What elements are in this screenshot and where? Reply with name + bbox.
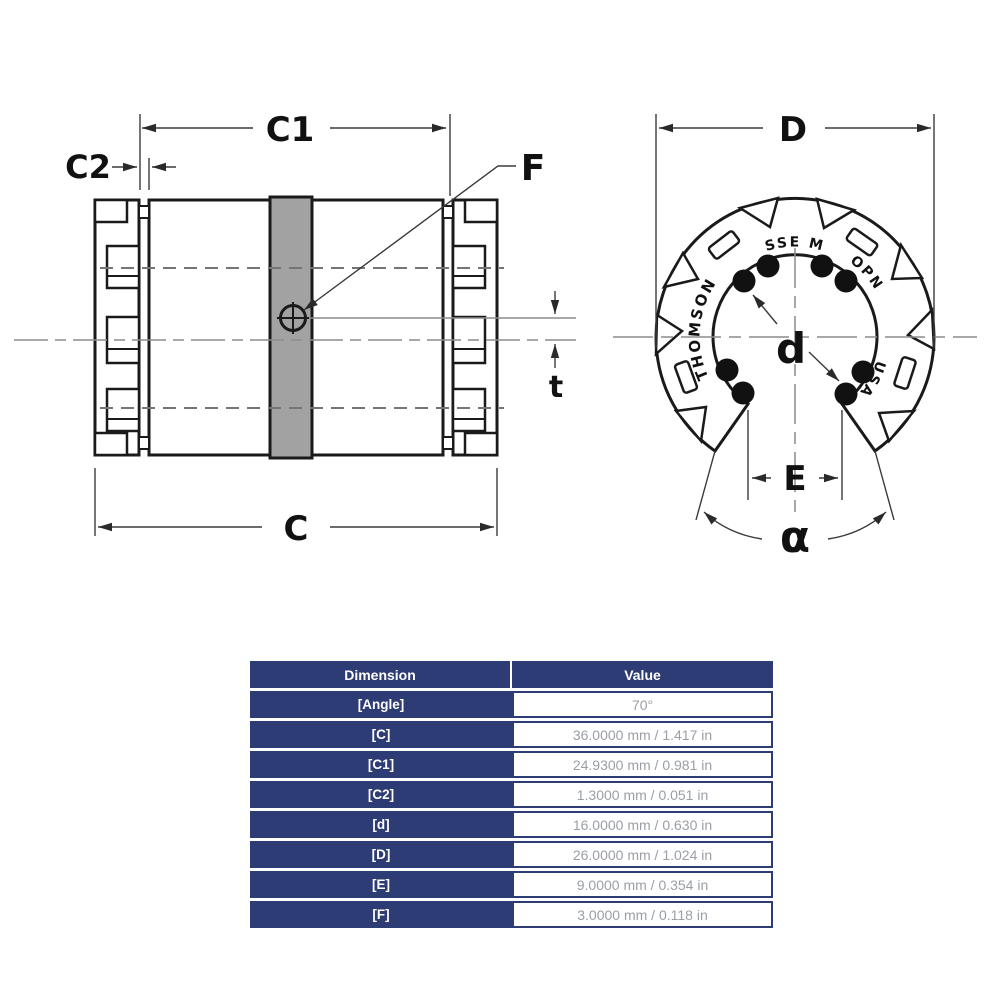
row-dimension: [E] [250, 871, 512, 898]
bearing-balls [715, 254, 875, 406]
dim-label-d-outer: D [779, 110, 807, 150]
dim-leader-f [303, 165, 516, 311]
row-value: 1.3000 mm / 0.051 in [512, 781, 773, 808]
slot [893, 356, 917, 390]
table-header-row: Dimension Value [250, 661, 773, 688]
table-row: [Angle] 70° [250, 691, 773, 718]
row-value: 70° [512, 691, 773, 718]
row-value: 26.0000 mm / 1.024 in [512, 841, 773, 868]
row-dimension: [C2] [250, 781, 512, 808]
ball [810, 254, 834, 278]
table-row: [E] 9.0000 mm / 0.354 in [250, 871, 773, 898]
cap-tooth [451, 387, 487, 433]
bearing-end-view: THOMSON SSE M OPN USA D d [613, 110, 977, 563]
dim-label-c1: C1 [266, 110, 315, 150]
slot [673, 360, 699, 394]
row-dimension: [D] [250, 841, 512, 868]
row-value: 36.0000 mm / 1.417 in [512, 721, 773, 748]
notch-triangle [673, 405, 708, 444]
row-dimension: [C] [250, 721, 512, 748]
notch-triangle [815, 197, 858, 230]
cap-connector [138, 436, 150, 450]
ball [834, 269, 858, 293]
dim-c [94, 468, 498, 536]
row-value: 16.0000 mm / 0.630 in [512, 811, 773, 838]
dimension-table: Dimension Value [Angle] 70° [C] 36.0000 … [250, 661, 773, 931]
slot [707, 230, 741, 260]
notch-triangle [661, 250, 700, 289]
dim-label-c2: C2 [65, 148, 111, 186]
dim-label-alpha: α [780, 512, 810, 563]
ball [756, 254, 780, 278]
ball [715, 358, 739, 382]
dim-label-t: t [549, 370, 563, 405]
cap-tab [463, 431, 499, 457]
ball [834, 382, 858, 406]
technical-drawing: C1 C2 F t C [14, 110, 977, 563]
row-dimension: [Angle] [250, 691, 512, 718]
dim-d-outer [655, 114, 935, 348]
slot [845, 227, 879, 257]
table-row: [C2] 1.3000 mm / 0.051 in [250, 781, 773, 808]
notch-triangle [736, 196, 780, 229]
ball [731, 381, 755, 405]
table-row: [C] 36.0000 mm / 1.417 in [250, 721, 773, 748]
cap-connector [442, 205, 454, 219]
notch-triangle [890, 241, 925, 281]
oil-hole-marker [277, 302, 309, 334]
row-value: 9.0000 mm / 0.354 in [512, 871, 773, 898]
table-row: [C1] 24.9300 mm / 0.981 in [250, 751, 773, 778]
cap-connector [138, 205, 150, 219]
rim-notches [654, 196, 936, 444]
cap-tab [93, 198, 129, 224]
right-retainer-cap [442, 198, 499, 457]
row-value: 3.0000 mm / 0.118 in [512, 901, 773, 928]
row-dimension: [C1] [250, 751, 512, 778]
column-header-dimension: Dimension [250, 661, 512, 688]
cap-tab [463, 198, 499, 224]
dim-c1 [139, 114, 451, 196]
table-row: [F] 3.0000 mm / 0.118 in [250, 901, 773, 928]
dim-label-f: F [521, 148, 546, 189]
cap-tooth [105, 387, 141, 433]
ball [732, 269, 756, 293]
row-dimension: [F] [250, 901, 512, 928]
dim-e [747, 410, 843, 500]
row-dimension: [d] [250, 811, 512, 838]
ball [851, 360, 875, 384]
dim-label-c: C [284, 509, 309, 549]
dim-alpha [695, 450, 895, 540]
notch-triangle [877, 409, 917, 444]
dim-c2 [112, 158, 176, 190]
dim-label-e: E [783, 459, 806, 499]
table-row: [d] 16.0000 mm / 0.630 in [250, 811, 773, 838]
cap-connector [442, 436, 454, 450]
left-retainer-cap [93, 198, 150, 457]
table-row: [D] 26.0000 mm / 1.024 in [250, 841, 773, 868]
dim-d-bore [752, 294, 840, 382]
bearing-side-view: C1 C2 F t C [14, 110, 576, 549]
row-value: 24.9300 mm / 0.981 in [512, 751, 773, 778]
notch-triangle [905, 307, 936, 352]
ring-slots [673, 227, 917, 394]
column-header-value: Value [512, 661, 773, 688]
cap-tab [93, 431, 129, 457]
dim-label-d-bore: d [776, 324, 806, 373]
